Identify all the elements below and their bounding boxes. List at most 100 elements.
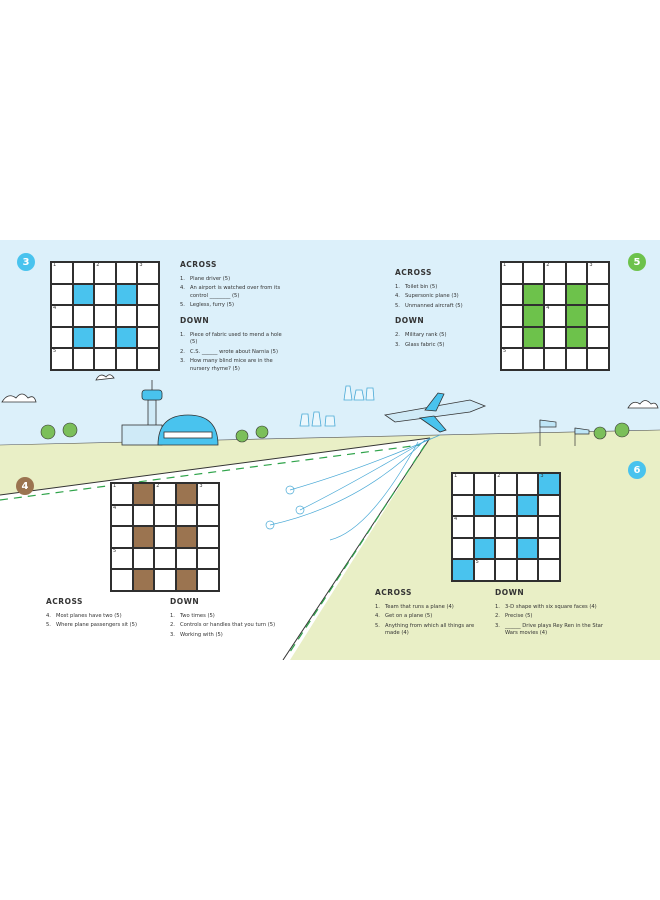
answer-cell[interactable]: [112, 570, 132, 590]
answer-cell[interactable]: [496, 538, 516, 559]
answer-cell[interactable]: 1: [52, 263, 72, 283]
answer-cell[interactable]: [517, 474, 538, 494]
answer-cell[interactable]: 5: [112, 548, 132, 569]
answer-cell[interactable]: 4: [52, 306, 72, 326]
answer-cell[interactable]: [545, 349, 565, 369]
answer-cell[interactable]: [52, 284, 72, 305]
answer-cell[interactable]: [176, 505, 197, 526]
answer-cell[interactable]: [138, 327, 158, 348]
answer-cell[interactable]: [52, 327, 72, 348]
answer-cell[interactable]: 2: [496, 474, 516, 494]
answer-cell[interactable]: [453, 538, 473, 559]
answer-cell[interactable]: [496, 495, 516, 516]
answer-cell[interactable]: [517, 560, 538, 580]
answer-cell[interactable]: 4: [112, 505, 132, 526]
answer-cell[interactable]: [116, 349, 137, 369]
runway-edge-left: [0, 437, 431, 496]
answer-cell[interactable]: 2: [95, 263, 115, 283]
answer-cell[interactable]: [523, 349, 544, 369]
clue-number: 2: [497, 473, 501, 479]
answer-cell[interactable]: 5: [52, 349, 72, 369]
across-clues: 1.Toilet bin (5)4.Supersonic plane (3)5.…: [395, 284, 495, 311]
answer-cell[interactable]: [198, 548, 218, 569]
answer-cell[interactable]: [453, 495, 473, 516]
answer-cell[interactable]: [176, 548, 197, 569]
answer-cell[interactable]: [138, 306, 158, 326]
answer-cell[interactable]: [95, 327, 115, 348]
clue-item: 2.C.S. ______ wrote about Narnia (5): [180, 349, 290, 357]
answer-cell[interactable]: 3: [588, 263, 608, 283]
answer-cell[interactable]: [566, 349, 587, 369]
answer-cell[interactable]: [133, 548, 154, 569]
answer-cell[interactable]: [95, 284, 115, 305]
answer-cell[interactable]: [502, 327, 522, 348]
answer-cell[interactable]: [95, 306, 115, 326]
clue-number: 4: [53, 305, 57, 312]
clue-item-number: 1.: [170, 612, 175, 619]
answer-cell[interactable]: [496, 517, 516, 537]
answer-cell[interactable]: [133, 505, 154, 526]
answer-cell[interactable]: [545, 284, 565, 305]
answer-cell[interactable]: [539, 517, 559, 537]
answer-cell[interactable]: [73, 306, 94, 326]
answer-cell[interactable]: [588, 327, 608, 348]
runway-stripe: [0, 444, 421, 501]
answer-cell[interactable]: 3: [198, 484, 218, 504]
answer-cell[interactable]: 2: [545, 263, 565, 283]
clue-item: 2.Military rank (5): [395, 332, 495, 340]
answer-cell[interactable]: [539, 538, 559, 559]
answer-cell[interactable]: [588, 306, 608, 326]
clue-item-text: Glass fabric (5): [405, 341, 445, 348]
answer-cell[interactable]: [198, 527, 218, 547]
answer-cell[interactable]: [155, 527, 175, 547]
answer-cell[interactable]: [198, 570, 218, 590]
answer-cell[interactable]: 5: [474, 560, 495, 580]
answer-cell[interactable]: 1: [453, 474, 473, 494]
clue-panel: ACROSS 1.Toilet bin (5)4.Supersonic plan…: [395, 268, 495, 355]
answer-cell[interactable]: [116, 306, 137, 326]
answer-cell[interactable]: [588, 284, 608, 305]
answer-cell[interactable]: [73, 263, 94, 283]
puzzle-number-badge: 5: [628, 253, 646, 271]
answer-cell[interactable]: [95, 349, 115, 369]
answer-cell[interactable]: [155, 505, 175, 526]
answer-cell[interactable]: 3: [138, 263, 158, 283]
clue-number: 4: [454, 516, 458, 523]
answer-cell[interactable]: 4: [453, 517, 473, 537]
answer-cell[interactable]: [198, 505, 218, 526]
clue-item-number: 4.: [395, 293, 400, 300]
answer-cell[interactable]: [112, 527, 132, 547]
clue-item-number: 5.: [395, 302, 400, 309]
answer-cell[interactable]: [138, 284, 158, 305]
answer-cell[interactable]: [116, 263, 137, 283]
answer-cell[interactable]: [155, 570, 175, 590]
answer-cell[interactable]: 1: [502, 263, 522, 283]
clue-item-text: Team that runs a plane (4): [385, 603, 454, 610]
shaded-cell: [133, 484, 154, 504]
answer-cell[interactable]: 1: [112, 484, 132, 504]
clue-item-number: 5.: [46, 622, 51, 629]
answer-cell[interactable]: [539, 495, 559, 516]
answer-cell[interactable]: [539, 560, 559, 580]
puzzle-number-badge: 6: [628, 461, 646, 479]
answer-cell[interactable]: [502, 306, 522, 326]
answer-cell[interactable]: 4: [545, 306, 565, 326]
answer-cell[interactable]: [517, 517, 538, 537]
answer-cell[interactable]: [474, 474, 495, 494]
answer-cell[interactable]: 5: [502, 349, 522, 369]
answer-cell[interactable]: [566, 263, 587, 283]
answer-cell[interactable]: 2: [155, 484, 175, 504]
clue-item-number: 3.: [180, 358, 185, 365]
clue-item: 2.Precise (5): [495, 613, 610, 621]
cloud-icon: [1, 374, 659, 409]
clue-item-text: Supersonic plane (3): [405, 293, 459, 300]
answer-cell[interactable]: [588, 349, 608, 369]
answer-cell[interactable]: [138, 349, 158, 369]
answer-cell[interactable]: [73, 349, 94, 369]
answer-cell[interactable]: [502, 284, 522, 305]
answer-cell[interactable]: [545, 327, 565, 348]
answer-cell[interactable]: [474, 517, 495, 537]
answer-cell[interactable]: [496, 560, 516, 580]
answer-cell[interactable]: [155, 548, 175, 569]
answer-cell[interactable]: [523, 263, 544, 283]
